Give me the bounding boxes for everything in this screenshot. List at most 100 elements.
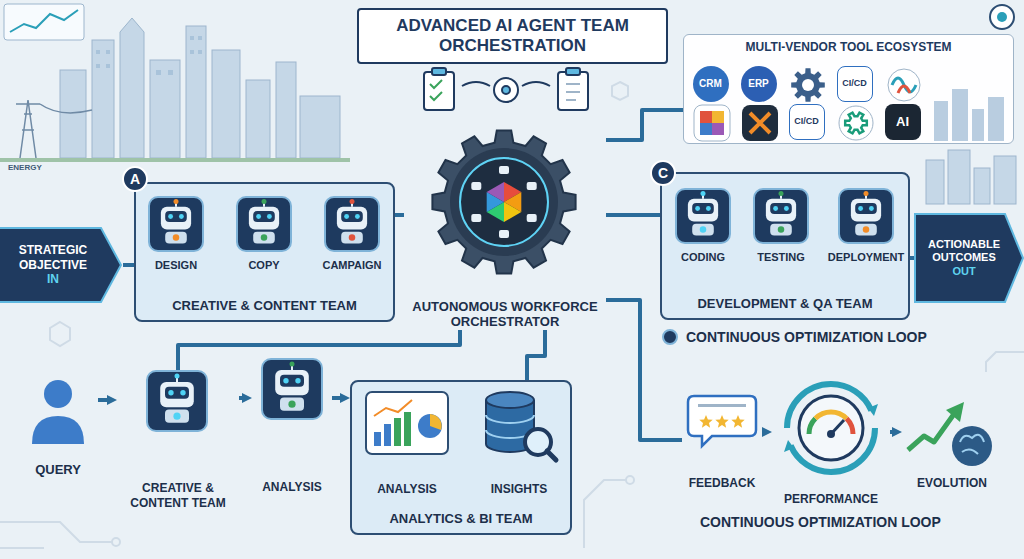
city-label: ENERGY <box>8 163 42 173</box>
decor-shape <box>612 82 628 100</box>
node-label: IN <box>47 272 59 286</box>
decor-shape <box>288 401 295 408</box>
decor-shape <box>341 211 363 222</box>
decor-shape <box>499 166 509 174</box>
decor-shape <box>161 207 191 230</box>
decor-shape <box>212 50 240 158</box>
decor-shape <box>16 100 40 158</box>
team-badge: C <box>650 160 676 186</box>
agent-card: DESIGN <box>138 196 214 272</box>
pipeline-connector <box>606 213 660 217</box>
tool-icon: AI <box>885 104 921 140</box>
node-label: DESIGN <box>155 259 197 272</box>
decor-shape <box>926 160 944 204</box>
feedback-icon-drawing <box>682 392 762 490</box>
evolution-icon-drawing <box>902 380 1002 490</box>
decor-shape <box>106 64 110 68</box>
decor-shape <box>934 89 1004 141</box>
decor-shape <box>692 224 714 236</box>
decor-shape <box>986 352 1024 372</box>
decor-shape <box>424 68 588 110</box>
decor-shape <box>494 78 518 102</box>
decor-shape <box>160 382 194 407</box>
decor-shape <box>974 168 990 204</box>
decor-shape <box>892 78 916 92</box>
tool-icon: CRM <box>693 66 729 102</box>
decor-shape <box>626 476 634 484</box>
decor-shape <box>180 390 185 395</box>
decor-shape <box>173 234 179 240</box>
decor-shape <box>174 199 179 204</box>
evolution-icon: EVOLUTION <box>902 380 1002 490</box>
user-icon: QUERY <box>18 372 98 478</box>
decor-shape <box>325 197 379 251</box>
node-label: CODING <box>681 251 725 264</box>
decor-shape <box>168 70 173 75</box>
tool-icon: CI/CD <box>837 66 873 102</box>
node-label: STRATEGIC OBJECTIVE <box>7 243 99 272</box>
node-label: ANALYSIS <box>262 480 322 494</box>
decor-shape <box>50 322 70 346</box>
decor-shape <box>715 415 728 428</box>
decor-shape <box>253 211 275 222</box>
decor-shape <box>460 158 548 246</box>
node-label: QUERY <box>35 462 81 478</box>
decor-shape <box>96 50 100 54</box>
decor-shape <box>462 82 490 86</box>
decor-shape <box>700 111 712 123</box>
node-label: AUTONOMOUS WORKFORCE ORCHESTRATOR <box>404 299 606 330</box>
user-icon-drawing <box>18 372 98 478</box>
output-arrow: ACTIONABLE OUTCOMESOUT <box>915 214 1024 302</box>
decor-shape <box>280 375 304 387</box>
node-label: CRM <box>699 78 722 90</box>
decor-shape <box>246 80 270 158</box>
legend-swatch <box>662 329 678 345</box>
decor-shape <box>770 224 792 236</box>
input-arrow: STRATEGIC OBJECTIVEIN <box>0 228 123 302</box>
decor-shape <box>855 203 877 214</box>
decor-shape <box>809 418 815 434</box>
pipeline-connector <box>527 330 545 380</box>
decor-shape <box>487 182 504 202</box>
decor-shape <box>712 123 724 135</box>
node-label: CAMPAIGN <box>322 259 381 272</box>
decor-shape <box>700 226 706 232</box>
node-label: TESTING <box>757 251 805 264</box>
feedback-icon: FEEDBACK <box>682 392 762 490</box>
decor-shape <box>527 214 537 222</box>
decor-shape <box>784 206 789 211</box>
loop-caption: CONTINUOUS OPTIMIZATION LOOP <box>700 514 941 531</box>
node-label: ERP <box>748 78 769 90</box>
decor-shape <box>926 150 1016 204</box>
decor-shape <box>432 130 575 273</box>
decor-shape <box>584 480 626 548</box>
decor-shape <box>350 199 355 204</box>
decor-shape <box>190 50 194 54</box>
decor-shape <box>374 400 412 416</box>
decor-shape <box>566 68 580 75</box>
decor-shape <box>948 150 970 204</box>
decor-shape <box>701 191 706 196</box>
decor-shape <box>262 359 322 419</box>
decor-shape <box>869 206 874 211</box>
decor-shape <box>855 224 877 236</box>
team-panel: DEVELOPMENT & QA TEAMCCODINGTESTINGDEPLO… <box>660 172 910 320</box>
decor-shape <box>787 384 875 472</box>
decor-shape <box>44 380 72 408</box>
decor-shape <box>486 392 534 408</box>
decor-shape <box>471 182 481 190</box>
decor-shape <box>994 156 1016 204</box>
orchestrator-gear-drawing <box>404 120 604 330</box>
decor-shape <box>290 362 295 367</box>
decor-shape <box>527 182 537 190</box>
decor-shape <box>165 410 189 423</box>
decor-shape <box>960 435 984 454</box>
decor-shape <box>112 538 120 546</box>
node-label: A <box>130 171 140 188</box>
node-label: CREATIVE & CONTENT TEAM <box>172 298 357 314</box>
decor-shape <box>60 70 86 158</box>
decor-shape <box>349 234 355 240</box>
decor-shape <box>168 214 173 219</box>
decor-shape <box>698 404 746 407</box>
decor-shape <box>946 402 964 422</box>
